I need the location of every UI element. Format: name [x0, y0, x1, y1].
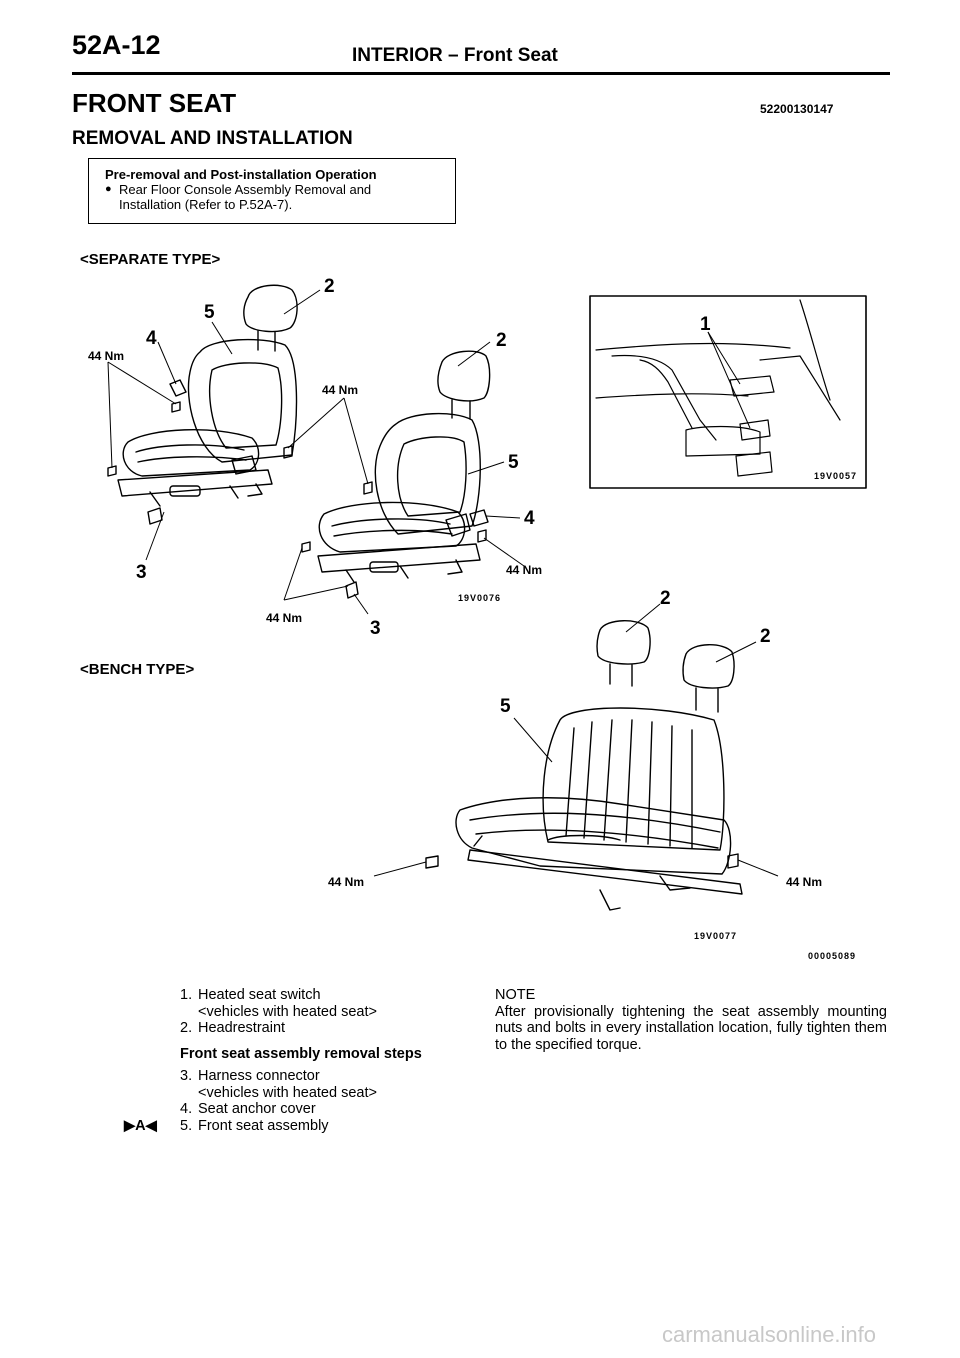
page-number: 52A-12	[72, 30, 161, 60]
header-rule	[72, 72, 890, 75]
callout-bench-headrestraint-left: 2	[660, 588, 671, 609]
left-separate-seat-illustration	[107, 284, 298, 525]
section-title: FRONT SEAT	[72, 88, 237, 118]
pre-operation-item: ● Rear Floor Console Assembly Removal an…	[105, 182, 445, 212]
switch-detail-inset	[589, 295, 867, 489]
removal-steps-heading: Front seat assembly removal steps	[180, 1045, 422, 1062]
separate-type-label: <SEPARATE TYPE>	[80, 251, 221, 268]
legend-item-1-condition: <vehicles with heated seat>	[198, 1003, 377, 1020]
bench-seat-illustration	[425, 620, 743, 911]
diagram-code: 00005089	[808, 951, 856, 961]
pre-operation-text-line2: Installation (Refer to P.52A-7).	[119, 197, 293, 212]
torque-bench-left: 44 Nm	[328, 875, 364, 889]
bench-figure-code: 19V0077	[694, 931, 737, 941]
separate-figure-code: 19V0076	[458, 593, 501, 603]
callout-anchor-cover-right: 4	[524, 508, 535, 529]
bench-type-label: <BENCH TYPE>	[80, 661, 195, 678]
legend-item-3-condition: <vehicles with heated seat>	[198, 1084, 377, 1101]
torque-right-seat-side: 44 Nm	[506, 563, 542, 577]
parts-legend: 1. Heated seat switch <vehicles with hea…	[180, 987, 470, 1134]
callout-harness-connector-right: 3	[370, 618, 381, 639]
leader-lines	[107, 289, 779, 877]
callout-bench-headrestraint-right: 2	[760, 626, 771, 647]
pre-operation-box: Pre-removal and Post-installation Operat…	[88, 158, 456, 224]
subsection-title: REMOVAL AND INSTALLATION	[72, 128, 353, 149]
seat-diagram: 2 5 4 2 5 4 3 3 1 44 Nm 44 Nm 44 Nm 44 N…	[88, 276, 867, 961]
legend-item-2: 2. Headrestraint	[180, 1020, 286, 1036]
callout-heated-seat-switch: 1	[700, 314, 711, 335]
right-separate-seat-illustration	[301, 350, 491, 599]
note-heading: NOTE	[495, 987, 536, 1003]
torque-right-seat-front: 44 Nm	[266, 611, 302, 625]
callout-bench-seat-assembly: 5	[500, 696, 511, 717]
section-code: 52200130147	[760, 102, 834, 116]
callout-harness-connector-left: 3	[136, 562, 147, 583]
callout-anchor-cover-left: 4	[146, 328, 157, 349]
bullet-icon: ●	[105, 183, 112, 195]
legend-item-4: 4. Seat anchor cover	[180, 1101, 316, 1117]
header-title: INTERIOR – Front Seat	[352, 45, 558, 66]
service-point-mark: ▶A◀	[124, 1118, 157, 1134]
note-text: After provisionally tightening the seat …	[495, 1003, 887, 1053]
torque-left-seat-front: 44 Nm	[322, 383, 358, 397]
callout-seat-assembly-right: 5	[508, 452, 519, 473]
torque-bench-right: 44 Nm	[786, 875, 822, 889]
legend-item-1: 1. Heated seat switch	[180, 987, 321, 1003]
legend-item-3: 3. Harness connector	[180, 1068, 320, 1084]
callout-headrestraint-left: 2	[324, 276, 335, 297]
callout-headrestraint-right: 2	[496, 330, 507, 351]
heated-seat-switch-illustration	[595, 299, 841, 477]
legend-item-5: 5. Front seat assembly	[180, 1117, 329, 1134]
pre-operation-heading: Pre-removal and Post-installation Operat…	[105, 167, 377, 182]
pre-operation-text-line1: Rear Floor Console Assembly Removal and	[119, 182, 372, 197]
inset-figure-code: 19V0057	[814, 471, 857, 481]
note-block: NOTE After provisionally tightening the …	[495, 987, 887, 1053]
torque-left-seat-rear: 44 Nm	[88, 349, 124, 363]
watermark: carmanualsonline.info	[662, 1322, 877, 1347]
callout-seat-assembly-left: 5	[204, 302, 215, 323]
